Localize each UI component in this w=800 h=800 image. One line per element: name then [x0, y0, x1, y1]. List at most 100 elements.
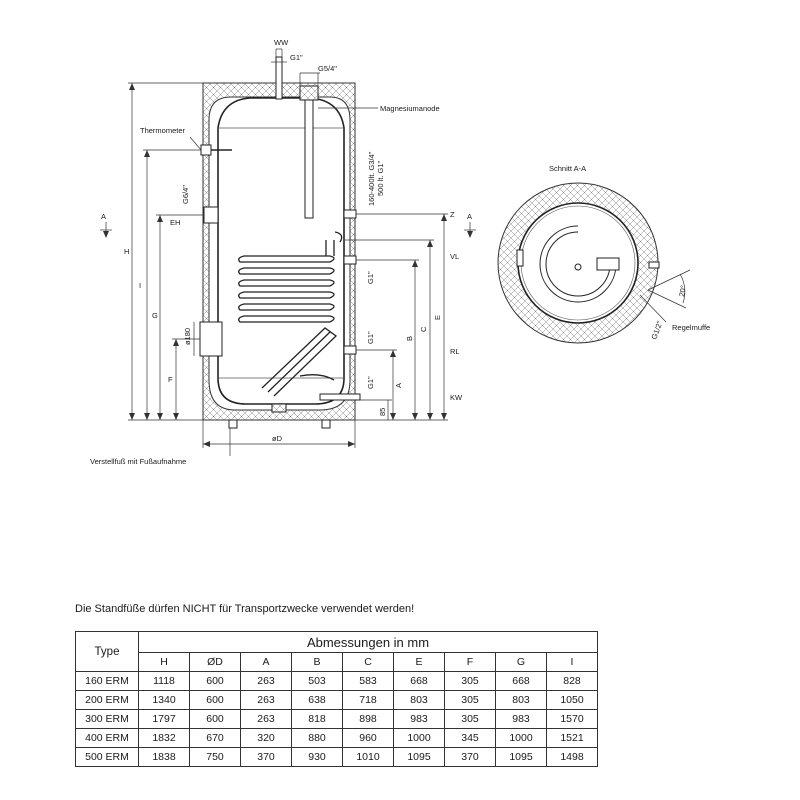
value-cell: 503 — [291, 671, 343, 691]
adjustable-feet — [228, 419, 331, 429]
label-od: øD — [272, 434, 283, 443]
label-schnitt: Schnitt A-A — [549, 164, 586, 173]
value-cell: 880 — [291, 728, 343, 748]
label-vl: VL — [450, 252, 459, 261]
label-verstellfuss: Verstellfuß mit Fußaufnahme — [90, 457, 186, 466]
value-cell: 818 — [291, 709, 343, 729]
column-header: E — [393, 652, 445, 672]
value-cell: 305 — [444, 690, 496, 710]
value-cell: 828 — [546, 671, 598, 691]
label-g1-mid: G1" — [366, 271, 375, 284]
side-view: WW G1" G5/4" Magnesiumanode Thermometer … — [90, 38, 476, 466]
column-header: C — [342, 652, 394, 672]
value-cell: 668 — [393, 671, 445, 691]
vl-socket — [343, 255, 357, 265]
type-cell: 400 ERM — [75, 728, 139, 748]
label-c: C — [419, 326, 428, 332]
section-tank — [517, 202, 639, 324]
column-header: ØD — [189, 652, 241, 672]
section-coil — [539, 225, 617, 303]
column-header: G — [495, 652, 547, 672]
value-cell: 1838 — [138, 747, 190, 767]
label-85: 85 — [378, 408, 387, 416]
tank-technical-drawing: WW G1" G5/4" Magnesiumanode Thermometer … — [90, 38, 710, 466]
hot-water-pipe — [275, 56, 283, 100]
column-header: B — [291, 652, 343, 672]
label-g1-top: G1" — [290, 53, 303, 62]
value-cell: 263 — [240, 709, 292, 729]
value-cell: 600 — [189, 709, 241, 729]
label-o180: ø180 — [183, 328, 192, 345]
label-i: I — [139, 281, 141, 290]
value-cell: 345 — [444, 728, 496, 748]
column-header: I — [546, 652, 598, 672]
type-cell: 300 ERM — [75, 709, 139, 729]
type-cell: 160 ERM — [75, 671, 139, 691]
label-g1-low: G1" — [366, 376, 375, 389]
eh-socket — [203, 206, 219, 224]
value-cell: 370 — [444, 747, 496, 767]
label-regelmuffe: Regelmuffe — [672, 323, 710, 332]
value-cell: 305 — [444, 709, 496, 729]
value-cell: 1832 — [138, 728, 190, 748]
column-header: H — [138, 652, 190, 672]
value-cell: 1570 — [546, 709, 598, 729]
section-view: Schnitt A-A 20° G1/2" Regelmuffe — [497, 164, 710, 344]
value-cell: 370 — [240, 747, 292, 767]
value-cell: 1095 — [393, 747, 445, 767]
value-cell: 305 — [444, 671, 496, 691]
value-cell: 1095 — [495, 747, 547, 767]
value-cell: 320 — [240, 728, 292, 748]
cold-water-pipe — [319, 393, 361, 401]
label-g1-note: 500 lt. G1" — [376, 160, 385, 196]
label-kw: KW — [450, 393, 463, 402]
label-g12: G1/2" — [649, 320, 664, 341]
label-a-dim: A — [394, 383, 403, 388]
transport-warning-note: Die Standfüße dürfen NICHT für Transport… — [75, 603, 415, 615]
value-cell: 668 — [495, 671, 547, 691]
value-cell: 1340 — [138, 690, 190, 710]
label-b: B — [405, 336, 414, 341]
label-g: G — [152, 311, 158, 320]
label-a-right: A — [467, 212, 472, 221]
label-magnesiumanode: Magnesiumanode — [380, 104, 440, 113]
label-rl: RL — [450, 347, 460, 356]
label-ww: WW — [274, 38, 289, 47]
value-cell: 1000 — [393, 728, 445, 748]
value-cell: 930 — [291, 747, 343, 767]
value-cell: 803 — [495, 690, 547, 710]
value-cell: 583 — [342, 671, 394, 691]
label-f: F — [168, 375, 173, 384]
value-cell: 600 — [189, 671, 241, 691]
rl-socket — [343, 345, 357, 355]
label-g1-rl: G1" — [366, 331, 375, 344]
label-g64: G6/4" — [181, 185, 190, 204]
heat-exchanger-coil — [238, 231, 343, 397]
type-cell: 500 ERM — [75, 747, 139, 767]
value-cell: 718 — [342, 690, 394, 710]
section-anode — [574, 263, 582, 271]
label-20deg: 20° — [677, 285, 688, 298]
label-g34-note: 160-400lt. G3/4" — [367, 151, 376, 206]
label-a-left: A — [101, 212, 106, 221]
column-header: A — [240, 652, 292, 672]
label-g54: G5/4" — [318, 64, 337, 73]
value-cell: 1521 — [546, 728, 598, 748]
label-z: Z — [450, 210, 455, 219]
column-header: F — [444, 652, 496, 672]
value-cell: 750 — [189, 747, 241, 767]
label-eh: EH — [170, 218, 180, 227]
z-socket — [343, 209, 357, 219]
value-cell: 960 — [342, 728, 394, 748]
value-cell: 638 — [291, 690, 343, 710]
value-cell: 1118 — [138, 671, 190, 691]
type-cell: 200 ERM — [75, 690, 139, 710]
value-cell: 983 — [495, 709, 547, 729]
anode-plug — [299, 85, 319, 101]
dimensions-group-header: Abmessungen in mm — [138, 631, 598, 653]
